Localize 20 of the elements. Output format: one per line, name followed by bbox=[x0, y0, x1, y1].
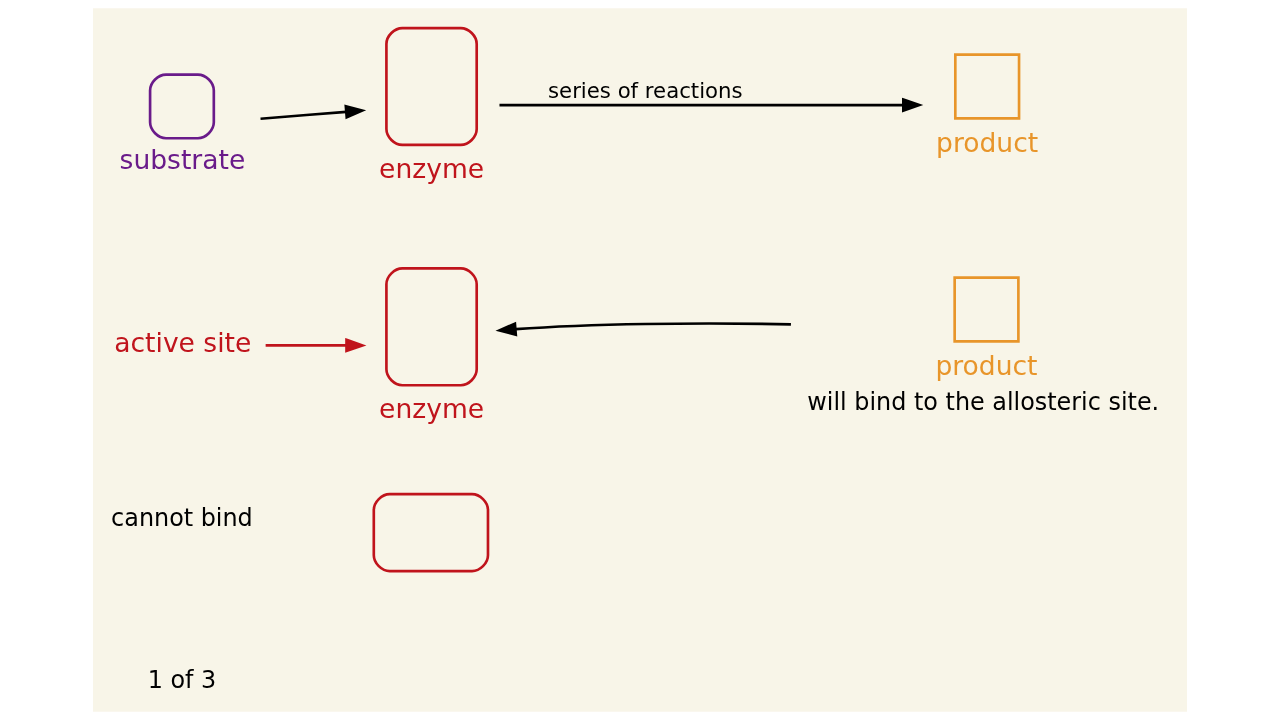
node-box bbox=[372, 492, 490, 573]
node-box bbox=[954, 53, 1021, 120]
node-box bbox=[953, 276, 1020, 343]
label: cannot bind bbox=[111, 504, 253, 533]
node-label: enzyme bbox=[379, 393, 485, 425]
node-box bbox=[385, 267, 479, 387]
edge-label: series of reactions bbox=[548, 78, 743, 104]
arrow bbox=[495, 321, 791, 337]
node-box bbox=[385, 26, 479, 147]
node-box bbox=[148, 73, 216, 140]
arrow bbox=[499, 97, 924, 113]
label: 1 of 3 bbox=[147, 666, 217, 695]
node-label: product bbox=[936, 126, 1039, 158]
arrow bbox=[260, 104, 367, 121]
node-label: enzyme bbox=[379, 153, 485, 185]
node-label: will bind to the allosteric site. bbox=[807, 387, 1160, 416]
node-text: active site bbox=[114, 327, 252, 359]
node-label: product bbox=[935, 349, 1038, 381]
arrow bbox=[265, 337, 367, 353]
node-label: substrate bbox=[119, 143, 246, 175]
